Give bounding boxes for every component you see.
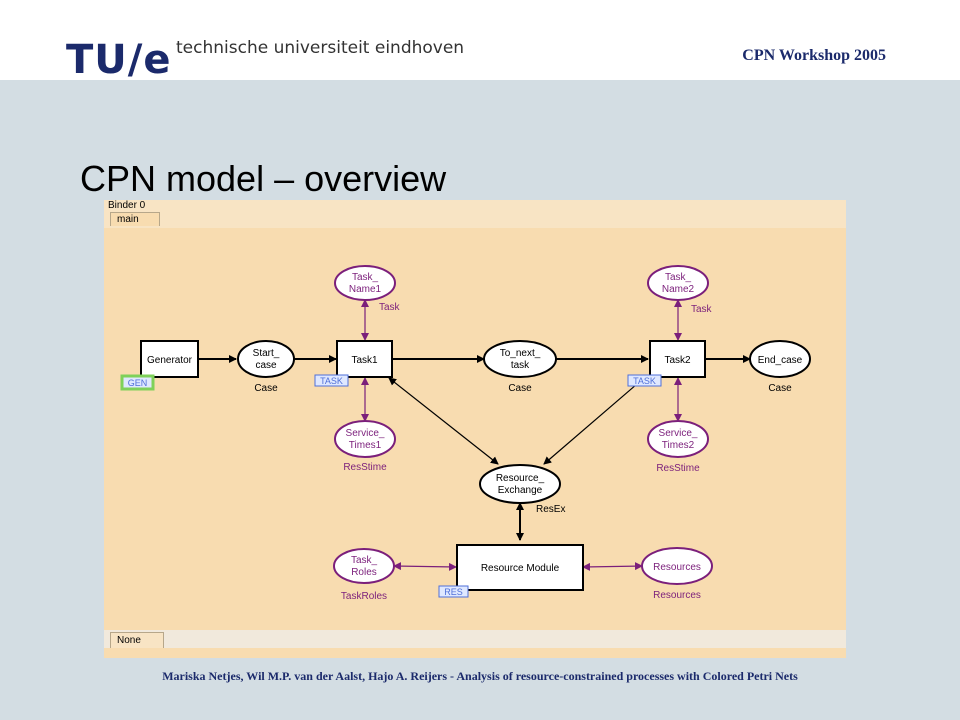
transition-task1[interactable]: Task1 [336,340,393,378]
colorset-label: Resources [653,590,701,601]
arc-task1-exchange [388,377,499,465]
place-label-2: Times1 [349,440,382,451]
place-resources[interactable]: Resources Resources [641,547,713,601]
resource-arcs [388,377,645,541]
slide-title: CPN model – overview [80,158,447,199]
colorset-label: ResStime [343,462,387,473]
arc-task2-exchange [543,377,645,465]
transition-label: Task2 [664,355,691,366]
place-label-2: Times2 [662,440,695,451]
transition-task2[interactable]: Task2 [649,340,706,378]
tue-logo: TU/e [66,37,172,83]
subpage-tag-gen[interactable]: GEN [120,374,155,391]
binder-footer: None [104,630,846,648]
tag-label: TASK [633,376,656,386]
university-name: technische universiteit eindhoven [176,38,465,58]
transition-label: Task1 [351,355,378,366]
place-label-1: Resources [653,562,701,573]
arc-module-resources [582,562,643,571]
subpage-tag-task1[interactable]: TASK [314,374,349,387]
place-label-2: Exchange [498,485,543,496]
tag-label: RES [444,587,463,597]
colorset-label: ResStime [656,463,700,474]
transition-label: Generator [147,355,193,366]
colorset-label: Case [254,383,278,394]
colorset-label: ResEx [536,504,565,515]
header-bar: TU/e technische universiteit eindhoven C… [0,0,960,80]
place-service-times1[interactable]: Service_ Times1 ResStime [334,420,396,473]
transition-generator[interactable]: Generator [140,340,199,378]
transition-resource-module[interactable]: Resource Module [456,544,584,591]
transition-label: Resource Module [481,563,560,574]
tab-main[interactable]: main [110,212,160,226]
place-label-1: Service_ [346,428,385,439]
tag-label: GEN [128,378,148,388]
place-label-1: Task_ [352,272,379,283]
colorset-label: Task [379,302,401,313]
place-label-2: task [511,360,530,371]
place-label-1: To_next_ [500,348,541,359]
subpage-tag-res[interactable]: RES [438,585,469,598]
place-label-1: Task_ [351,555,378,566]
place-label-1: Resource_ [496,473,545,484]
colorset-label: Task [691,304,713,315]
cpn-binder-canvas: Binder 0 main [104,200,846,658]
place-label-1: End_case [758,355,803,366]
binder-header: Binder 0 main [104,200,846,228]
place-end-case[interactable]: End_case Case [749,340,811,394]
colorset-label: Case [508,383,532,394]
petri-net-diagram: Generator Task1 Task2 Resource Module St… [120,265,811,602]
place-label-2: Roles [351,567,377,578]
arc-roles-module [393,562,457,571]
place-label-2: Name2 [662,284,695,295]
tag-label: TASK [320,376,343,386]
tab-none[interactable]: None [110,632,164,648]
place-label-1: Service_ [659,428,698,439]
colorset-label: Case [768,383,792,394]
place-to-next-task[interactable]: To_next_ task Case [483,340,557,394]
place-label-1: Task_ [665,272,692,283]
colorset-label: TaskRoles [341,591,387,602]
place-label-2: case [255,360,277,371]
place-task-name2[interactable]: Task_ Name2 Task [647,265,713,315]
purple-arcs [361,299,682,571]
slide-footer: Mariska Netjes, Wil M.P. van der Aalst, … [162,669,798,683]
binder-label: Binder 0 [108,200,146,211]
place-label-1: Start_ [253,348,280,359]
place-label-2: Name1 [349,284,382,295]
place-service-times2[interactable]: Service_ Times2 ResStime [647,420,709,474]
place-task-roles[interactable]: Task_ Roles TaskRoles [333,548,395,602]
subpage-tag-task2[interactable]: TASK [627,374,662,387]
place-task-name1[interactable]: Task_ Name1 Task [334,265,401,313]
place-resource-exchange[interactable]: Resource_ Exchange ResEx [479,464,565,515]
place-start-case[interactable]: Start_ case Case [237,340,295,394]
event-title: CPN Workshop 2005 [742,47,886,64]
